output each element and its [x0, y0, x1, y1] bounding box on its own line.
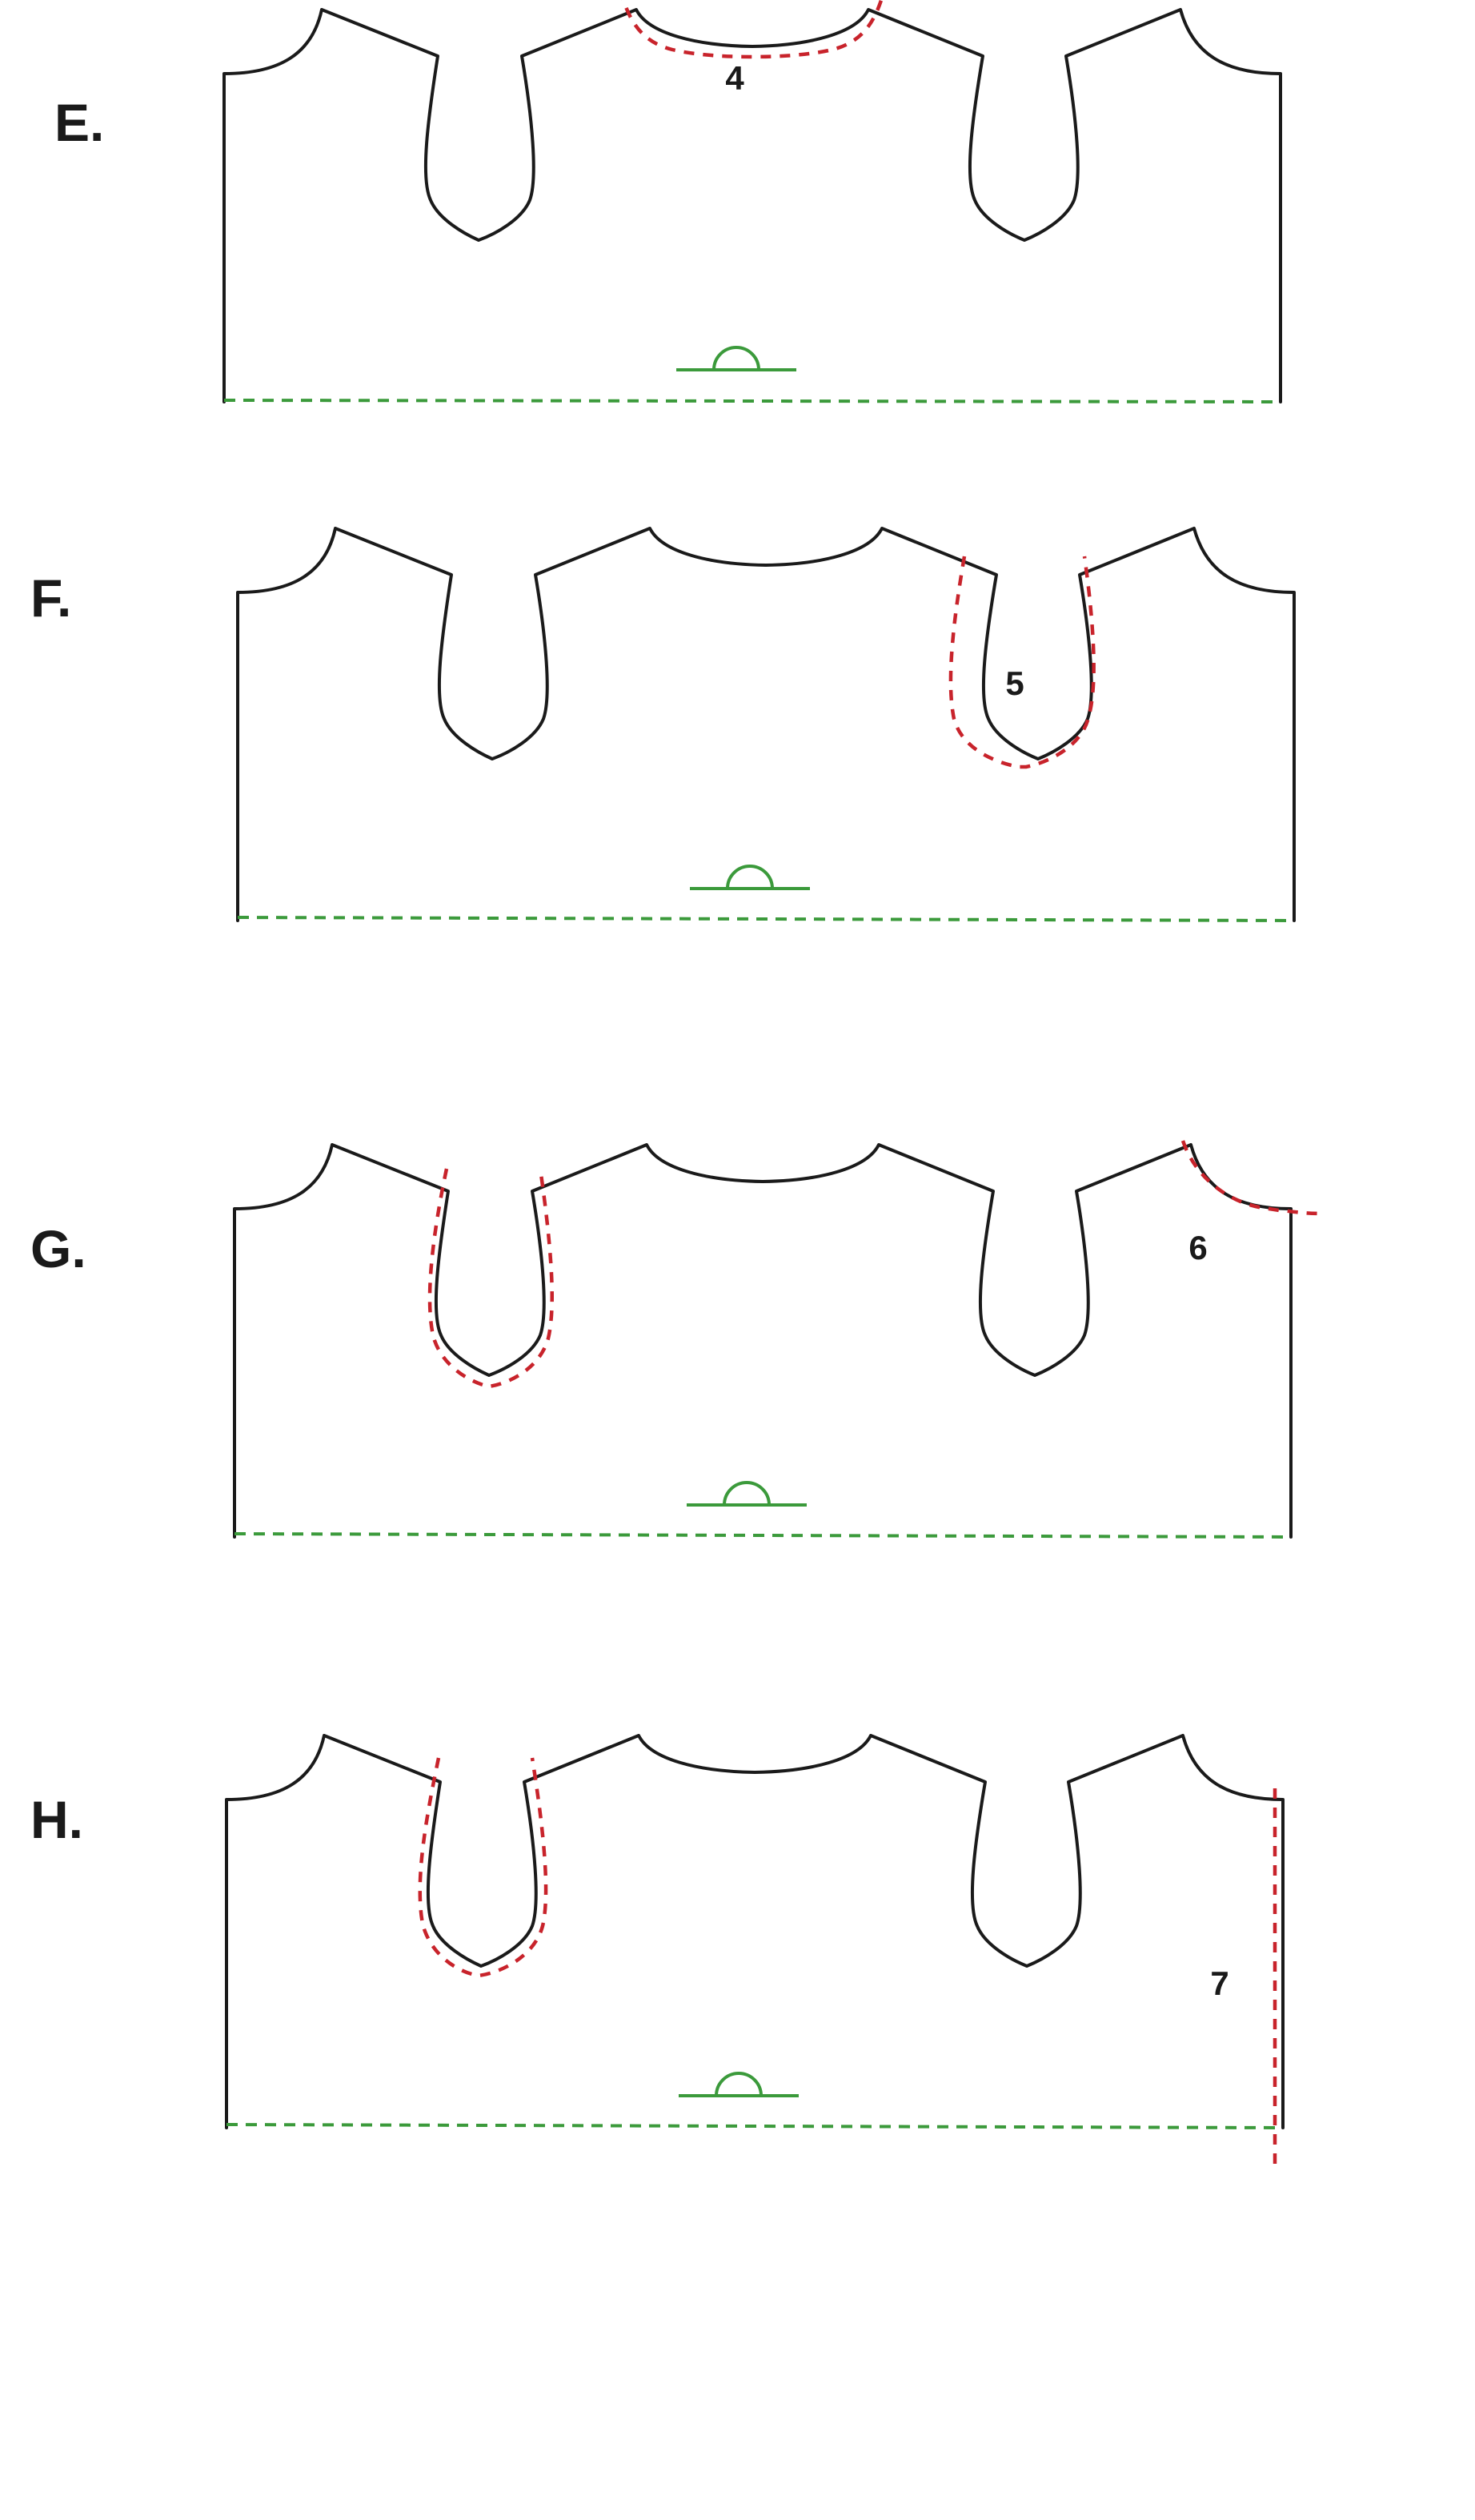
step-label-h: H. — [30, 1790, 83, 1849]
hem-line — [237, 916, 1295, 922]
hem-line — [226, 2123, 1284, 2129]
hem-line — [223, 399, 1281, 403]
right-shoulder-stitch-line — [1180, 1140, 1324, 1216]
neckline-stitch-line — [621, 0, 884, 59]
step-label-f: F. — [30, 568, 71, 628]
seam-number-5: 5 — [1005, 664, 1024, 702]
panel-e — [222, 0, 1282, 403]
left-armhole-stitch-line — [418, 1757, 548, 1978]
fold-mark-icon — [685, 1481, 808, 1507]
step-label-g: G. — [30, 1219, 86, 1278]
right-armhole-stitch-line — [948, 556, 1096, 769]
fold-mark-icon — [675, 346, 798, 371]
panel-g — [233, 1140, 1324, 1539]
step-label-e: E. — [54, 93, 104, 152]
garment-outline — [236, 527, 1296, 922]
hem-line — [234, 1532, 1292, 1539]
garment-outline — [222, 8, 1282, 403]
garment-outline — [233, 1143, 1293, 1539]
seam-number-4: 4 — [725, 59, 744, 97]
fold-mark-icon — [677, 2072, 800, 2097]
panel-f — [236, 527, 1296, 922]
seam-number-7: 7 — [1210, 1964, 1228, 2002]
panel-h — [225, 1734, 1285, 2168]
garment-outline — [225, 1734, 1285, 2129]
fold-mark-icon — [688, 865, 812, 890]
seam-number-6: 6 — [1188, 1229, 1207, 1266]
